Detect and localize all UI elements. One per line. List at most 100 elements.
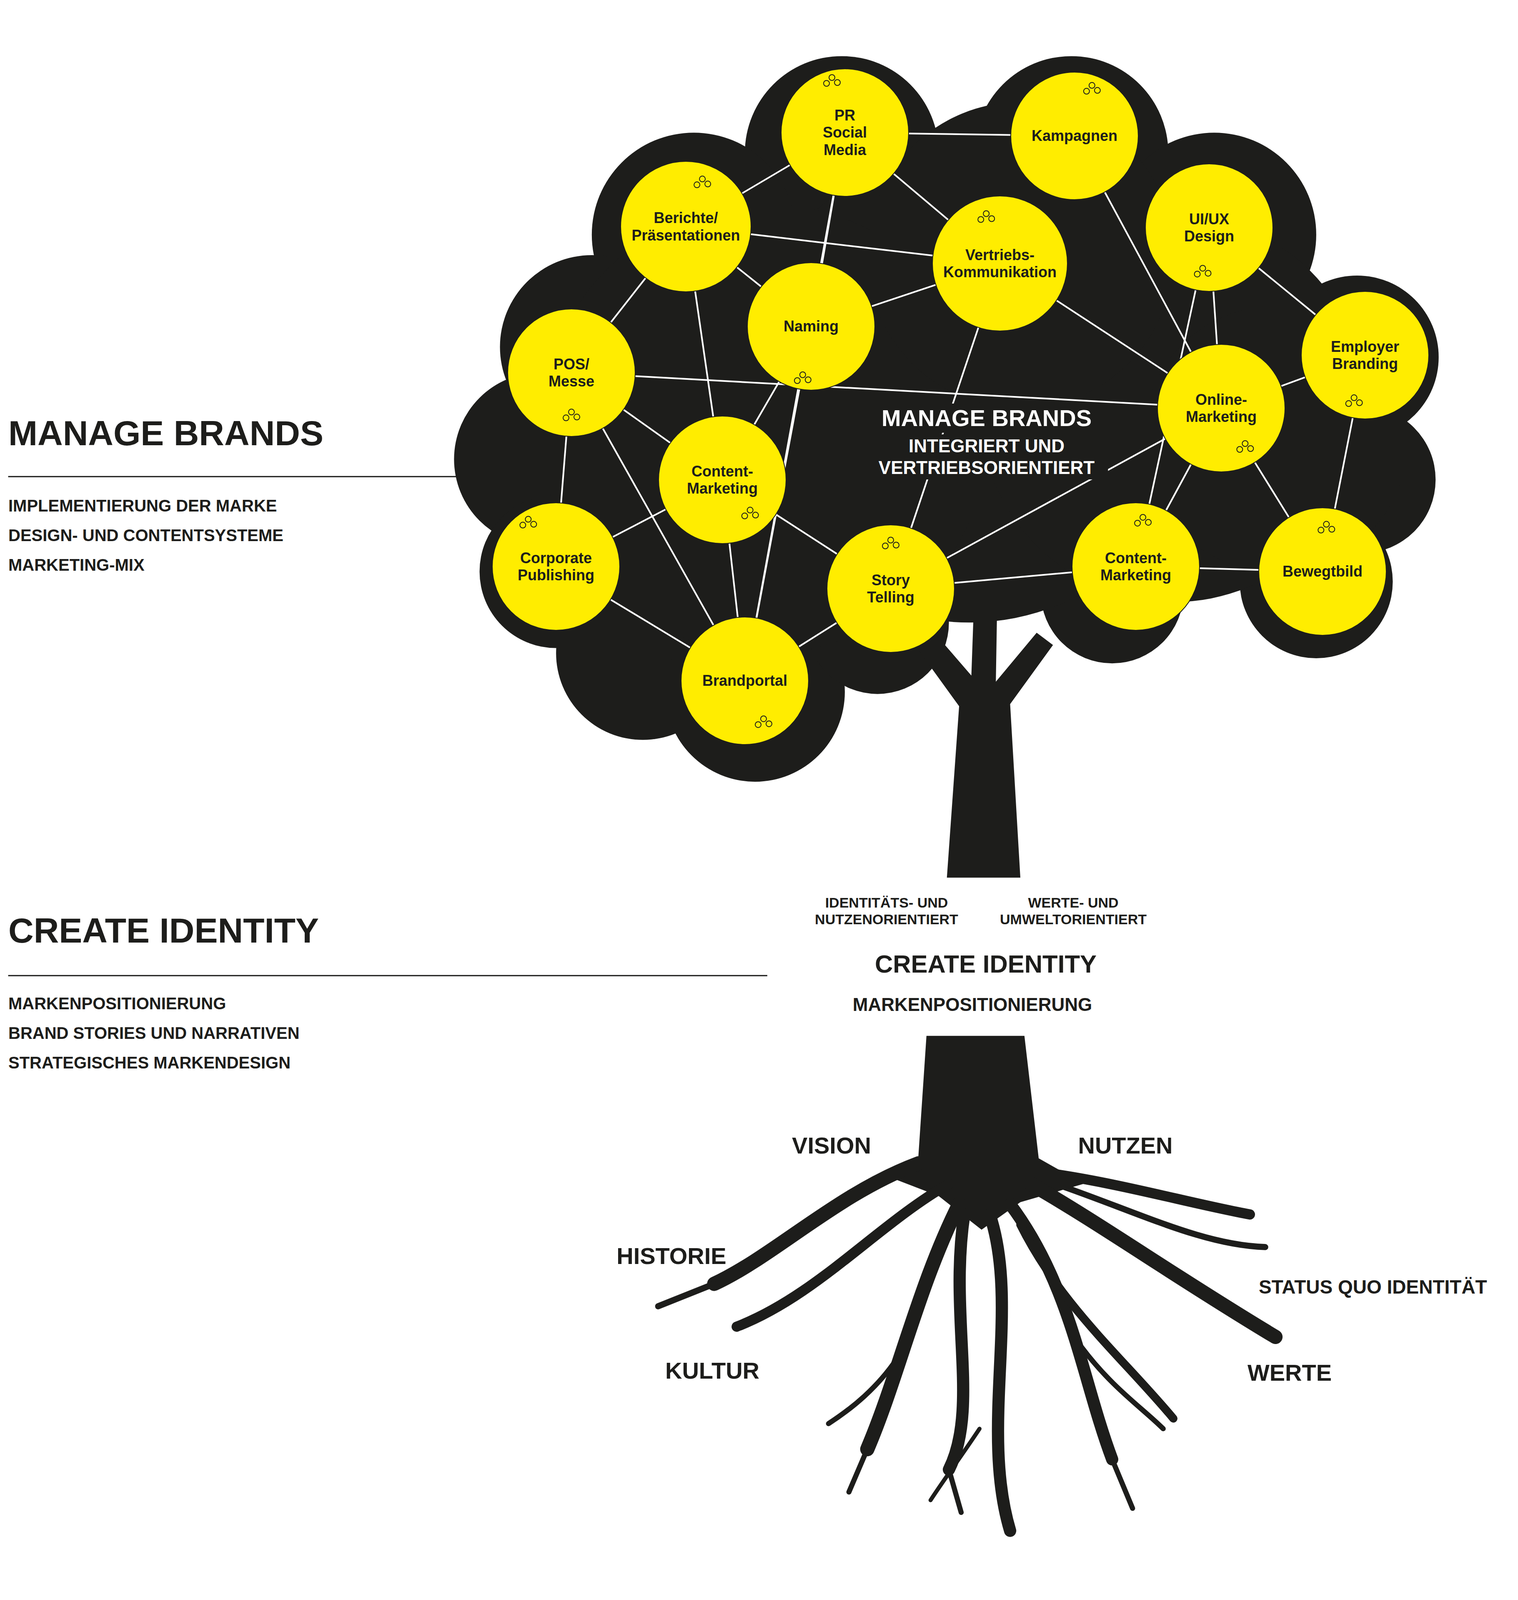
doodle-dot — [1145, 519, 1152, 526]
topic-text: Vertriebs- Kommunikation — [943, 246, 1057, 281]
root-label: NUTZEN — [1077, 1131, 1173, 1160]
doodle-dot — [1139, 514, 1146, 521]
crown-heading: MANAGE BRANDS — [877, 403, 1096, 433]
topic-text: Online- Marketing — [1185, 390, 1257, 426]
doodle-dot — [766, 720, 772, 727]
circle-fill — [681, 616, 809, 745]
topic-circle: Kampagnen — [1009, 71, 1140, 201]
connector-line — [750, 234, 933, 256]
circle-text-box: Content- Marketing — [657, 415, 787, 545]
doodle-dot — [525, 516, 532, 523]
connector-line — [695, 290, 714, 417]
doodle-dot — [1094, 87, 1101, 94]
root-label: HISTORIE — [616, 1242, 727, 1270]
topic-circle: Brandportal — [680, 616, 810, 746]
doodle-dot — [1236, 446, 1243, 453]
doodle-dot — [983, 210, 990, 217]
section-heading: CREATE IDENTITY — [8, 909, 319, 952]
connector-line — [871, 284, 936, 306]
doodle-dot — [794, 377, 801, 384]
topic-text: PR Social Media — [822, 106, 867, 159]
doodle-dot — [1345, 400, 1352, 407]
connector-line — [729, 543, 738, 618]
circle-fill — [1157, 344, 1286, 472]
circle-text-box: Naming — [746, 261, 876, 391]
circle-text-box: Content- Marketing — [1071, 501, 1201, 632]
circle-fill — [826, 524, 955, 653]
topic-text: Brandportal — [702, 671, 788, 689]
doodle-dot — [1089, 82, 1095, 89]
circle-text-box: Corporate Publishing — [491, 501, 621, 632]
topic-text: Corporate Publishing — [517, 549, 595, 584]
connector-line — [756, 195, 834, 619]
connector-line — [1281, 377, 1306, 386]
connector-line — [1056, 300, 1168, 374]
topic-text: Kampagnen — [1031, 127, 1118, 145]
root-label: STATUS QUO IDENTITÄT — [1258, 1275, 1488, 1298]
connector-line — [623, 409, 671, 444]
doodle-dot — [704, 180, 711, 187]
connector-line — [908, 133, 1011, 136]
doodle-dot — [1351, 394, 1358, 401]
doodle-dot — [1356, 399, 1363, 406]
doodle-dot — [755, 721, 762, 728]
connector-line — [776, 514, 838, 554]
doodle-dot — [1083, 88, 1090, 95]
connector-line — [736, 267, 762, 287]
doodle-dot — [1247, 445, 1254, 452]
doodle-dot — [823, 80, 830, 87]
connector-line — [610, 278, 646, 323]
topic-text: Bewegtbild — [1282, 562, 1363, 580]
topic-circle: Employer Branding — [1300, 290, 1430, 420]
circle-fill — [1072, 502, 1200, 631]
root-label: KULTUR — [665, 1356, 760, 1385]
doodle-dot — [747, 507, 754, 514]
root-label: WERTE — [1247, 1358, 1332, 1387]
circle-fill — [620, 161, 752, 292]
doodle-dot — [1242, 440, 1248, 447]
section-item: MARKETING-MIX — [8, 555, 145, 575]
doodle-dot — [1323, 521, 1330, 528]
doodle-dot — [893, 542, 900, 549]
circle-text-box: POS/ Messe — [506, 308, 637, 438]
doodle-dot — [882, 543, 889, 549]
topic-circle: Corporate Publishing — [491, 501, 621, 632]
doodle-dot — [1194, 270, 1201, 277]
connector-line — [1258, 268, 1316, 315]
circle-text-box: Online- Marketing — [1156, 343, 1286, 473]
connector-line — [1166, 464, 1192, 511]
connector-line — [741, 165, 790, 194]
section-item: MARKENPOSITIONIERUNG — [8, 993, 226, 1014]
connector-line — [561, 436, 567, 504]
doodle-dot — [805, 376, 812, 383]
topic-circle: Content- Marketing — [1071, 501, 1201, 632]
doodle-dot — [1205, 270, 1212, 276]
doodle-dot — [829, 74, 835, 81]
connector-line — [798, 622, 837, 647]
doodle-dot — [573, 413, 580, 420]
circle-text-box: UI/UX Design — [1144, 162, 1274, 293]
topic-circle: Berichte/ Präsentationen — [619, 160, 752, 293]
connector-line — [610, 599, 691, 648]
identity-item: WERTE- UND UMWELTORIENTIERT — [992, 894, 1155, 928]
identity-heading: CREATE IDENTITY — [874, 949, 1097, 980]
connector-line — [1199, 568, 1259, 570]
topic-text: Content- Marketing — [686, 462, 758, 498]
connector-line — [635, 375, 1158, 405]
topic-text: POS/ Messe — [548, 355, 595, 391]
topic-circle: Online- Marketing — [1156, 343, 1286, 473]
circle-fill — [507, 308, 636, 437]
doodle-dot — [530, 521, 537, 528]
topic-circle: Content- Marketing — [657, 415, 787, 545]
tree-roots — [658, 1163, 1276, 1531]
doodle-dot — [1199, 265, 1206, 271]
topic-circle: Story Telling — [826, 523, 956, 654]
circle-fill — [658, 415, 787, 544]
doodle-dot — [988, 215, 995, 222]
heading-rules — [8, 476, 768, 976]
doodle-dot — [887, 537, 894, 544]
doodle-dot — [693, 181, 700, 188]
identity-subtitle: MARKENPOSITIONIERUNG — [852, 993, 1093, 1016]
doodle-dot — [977, 216, 984, 223]
topic-circle: PR Social Media — [780, 67, 910, 198]
